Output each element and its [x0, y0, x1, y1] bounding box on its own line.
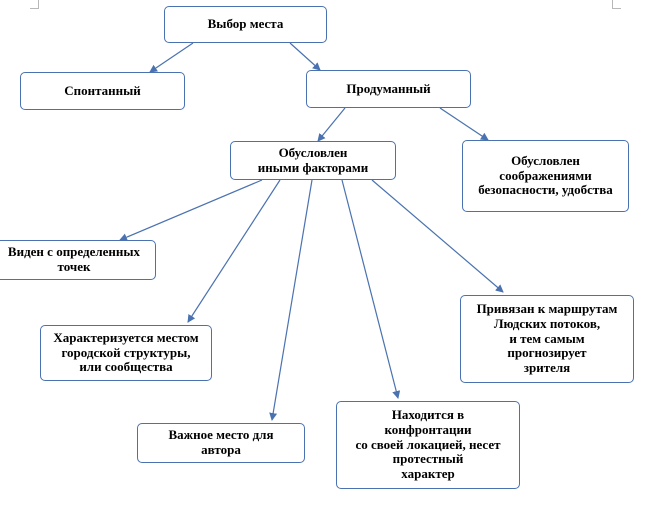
node-urban-structure: Характеризуется местом городской структу… — [40, 325, 212, 381]
arrow-other-factors-to-important — [269, 179, 313, 421]
arrow-root-to-thoughtful — [289, 42, 321, 71]
node-people-flows-label: Привязан к маршрутам Людских потоков, и … — [476, 300, 618, 376]
node-confrontation: Находится в конфронтации со своей локаци… — [336, 401, 520, 489]
arrow-other-factors-to-visible — [119, 179, 263, 241]
page-corner-mark-left — [30, 0, 39, 9]
node-place-choice: Выбор места — [164, 6, 327, 43]
node-thoughtful: Продуманный — [306, 70, 471, 108]
arrow-other-factors-to-routes — [371, 179, 504, 293]
node-urban-structure-label: Характеризуется местом городской структу… — [53, 329, 199, 375]
node-visible-from-points-label: Виден с определенных точек — [7, 244, 141, 274]
node-important-place: Важное место для автора — [137, 423, 305, 463]
node-other-factors: Обусловлен иными факторами — [230, 141, 396, 180]
node-other-factors-label: Обусловлен иными факторами — [257, 144, 369, 175]
node-safety-convenience-label: Обусловлен соображениями безопасности, у… — [478, 152, 613, 198]
node-place-choice-label: Выбор места — [207, 16, 284, 32]
node-visible-from-points: Виден с определенных точек — [0, 240, 156, 280]
arrow-thoughtful-to-other-factors — [317, 107, 346, 142]
node-spontaneous: Спонтанный — [20, 72, 185, 110]
page-corner-mark-right — [612, 0, 621, 9]
node-confrontation-label: Находится в конфронтации со своей локаци… — [355, 406, 501, 482]
node-important-place-label: Важное место для автора — [168, 427, 274, 457]
node-people-flows: Привязан к маршрутам Людских потоков, и … — [460, 295, 634, 383]
arrow-root-to-spontaneous — [149, 42, 194, 73]
arrow-other-factors-to-characterizes — [187, 179, 281, 323]
node-safety-convenience: Обусловлен соображениями безопасности, у… — [462, 140, 629, 212]
arrow-other-factors-to-confrontation — [341, 179, 401, 399]
node-spontaneous-label: Спонтанный — [64, 82, 141, 98]
node-thoughtful-label: Продуманный — [346, 80, 431, 96]
arrow-thoughtful-to-safety — [439, 107, 489, 141]
